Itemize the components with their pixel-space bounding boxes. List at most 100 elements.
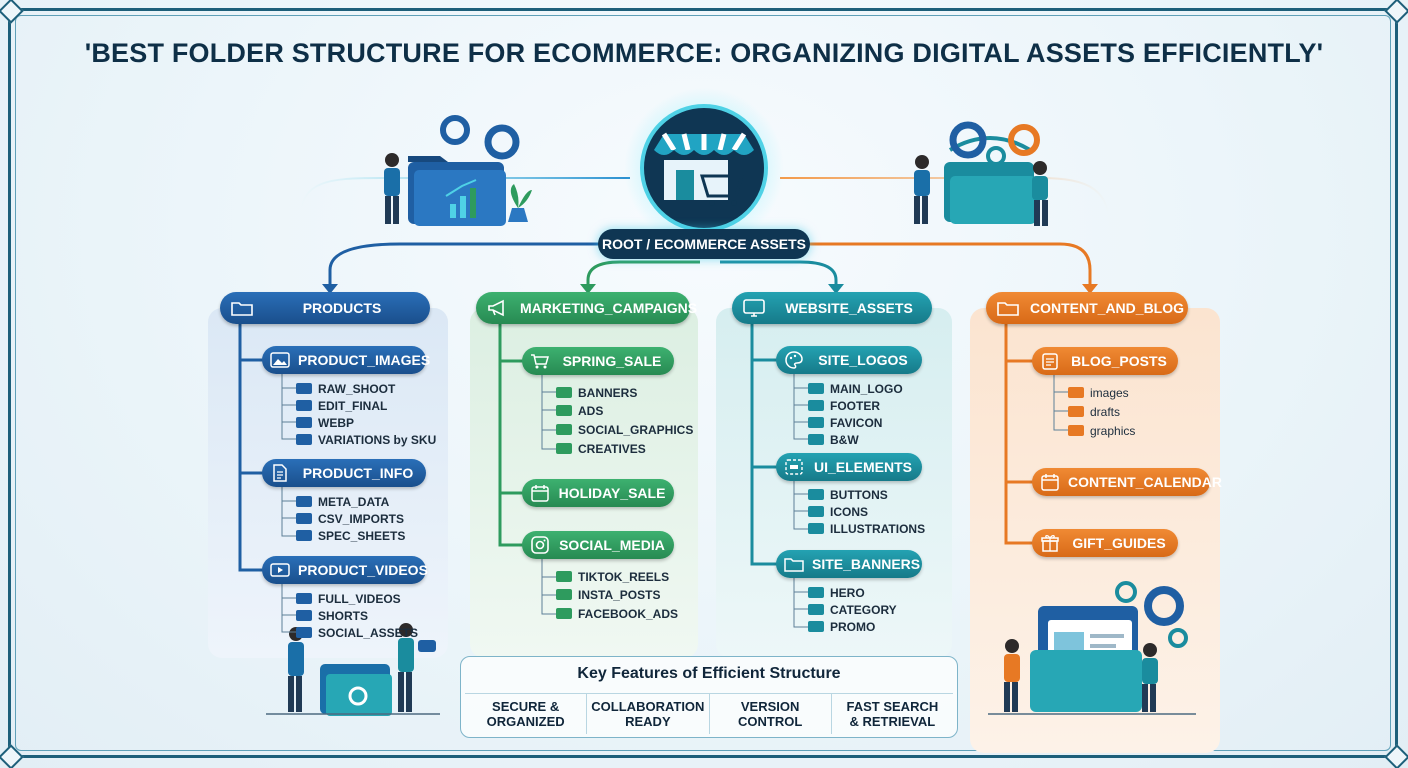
folder-item[interactable]: B&W (808, 431, 859, 448)
palette-icon (776, 346, 812, 374)
subfolder-spring-sale[interactable]: SPRING_SALE (522, 347, 674, 375)
website-leaf-lines (793, 374, 808, 628)
folder-icon (296, 417, 312, 428)
content-header[interactable]: CONTENT_AND_BLOG (986, 292, 1188, 324)
folder-item[interactable]: FULL_VIDEOS (296, 590, 401, 607)
subfolder-social-media[interactable]: SOCIAL_MEDIA (522, 531, 674, 559)
folder-item[interactable]: META_DATA (296, 493, 389, 510)
folder-item[interactable]: CREATIVES (556, 440, 646, 457)
folder-icon (808, 400, 824, 411)
folder-icon (808, 523, 824, 534)
folder-item[interactable]: drafts (1068, 403, 1120, 420)
subfolder-site-logos[interactable]: SITE_LOGOS (776, 346, 922, 374)
folder-icon (556, 589, 572, 600)
subfolder-product-videos[interactable]: PRODUCT_VIDEOS (262, 556, 428, 584)
calendar-icon (522, 479, 558, 507)
storefront-cart-icon (640, 104, 768, 232)
folder-icon (808, 489, 824, 500)
folder-item[interactable]: VARIATIONS by SKU (296, 431, 436, 448)
folder-item[interactable]: BANNERS (556, 384, 637, 401)
content-tree (1004, 322, 1034, 545)
folder-item[interactable]: FACEBOOK_ADS (556, 605, 678, 622)
outer-frame (8, 8, 1398, 758)
folder-item[interactable]: FAVICON (808, 414, 882, 431)
marketing-tree (498, 322, 524, 547)
illustration-folder-chart (384, 115, 532, 226)
folder-icon (986, 292, 1030, 324)
folder-item[interactable]: BUTTONS (808, 486, 888, 503)
key-features-panel: Key Features of Efficient Structure SECU… (460, 656, 958, 738)
folder-item[interactable]: ADS (556, 402, 603, 419)
folder-icon (808, 417, 824, 428)
folder-icon (556, 571, 572, 582)
folder-item[interactable]: WEBP (296, 414, 354, 431)
subfolder-product-images[interactable]: PRODUCT_IMAGES (262, 346, 430, 374)
folder-item[interactable]: SHORTS (296, 607, 368, 624)
subfolder-ui-elements[interactable]: UI_ELEMENTS (776, 453, 922, 481)
folder-item[interactable]: CATEGORY (808, 601, 897, 618)
subfolder-content-calendar[interactable]: CONTENT_CALENDAR (1032, 468, 1222, 496)
products-tree (238, 322, 266, 572)
website-header[interactable]: WEBSITE_ASSETS (732, 292, 932, 324)
folder-item[interactable]: TIKTOK_REELS (556, 568, 669, 585)
page-title: 'BEST FOLDER STRUCTURE FOR ECOMMERCE: OR… (84, 38, 1324, 68)
cart-icon (522, 347, 558, 375)
video-icon (262, 556, 298, 584)
folder-icon (808, 506, 824, 517)
marketing-header[interactable]: MARKETING_CAMPAIGNS (476, 292, 697, 324)
subfolder-blog-posts[interactable]: BLOG_POSTS (1032, 347, 1178, 375)
gift-icon (1032, 529, 1068, 557)
folder-item[interactable]: INSTA_POSTS (556, 586, 660, 603)
folder-icon (296, 610, 312, 621)
folder-item[interactable]: HERO (808, 584, 865, 601)
folder-icon (556, 405, 572, 416)
folder-icon (296, 530, 312, 541)
ui-element-icon (776, 453, 812, 481)
folder-icon (808, 604, 824, 615)
feature-cell: SECURE &ORGANIZED (465, 694, 588, 734)
folder-icon (296, 383, 312, 394)
folder-item[interactable]: EDIT_FINAL (296, 397, 387, 414)
marketing-leaf-lines (541, 375, 556, 615)
folder-icon (808, 621, 824, 632)
folder-icon (556, 443, 572, 454)
megaphone-icon (476, 292, 520, 324)
folder-icon (808, 587, 824, 598)
monitor-icon (732, 292, 776, 324)
folder-item[interactable]: CSV_IMPORTS (296, 510, 404, 527)
folder-item[interactable]: FOOTER (808, 397, 880, 414)
folder-item[interactable]: RAW_SHOOT (296, 380, 395, 397)
content-leaf-lines (1053, 375, 1068, 431)
illustration-folder-team (914, 121, 1048, 226)
subfolder-gift-guides[interactable]: GIFT_GUIDES (1032, 529, 1178, 557)
folder-icon (296, 496, 312, 507)
subfolder-product-info[interactable]: PRODUCT_INFO (262, 459, 426, 487)
folder-icon (1068, 406, 1084, 417)
folder-item[interactable]: images (1068, 384, 1129, 401)
folder-item[interactable]: PROMO (808, 618, 875, 635)
folder-item[interactable]: SOCIAL_ASSETS (296, 624, 418, 641)
folder-item[interactable]: graphics (1068, 422, 1135, 439)
subfolder-holiday-sale[interactable]: HOLIDAY_SALE (522, 479, 674, 507)
folder-item[interactable]: MAIN_LOGO (808, 380, 903, 397)
folder-icon (1068, 425, 1084, 436)
root-label: ROOT / ECOMMERCE ASSETS (598, 229, 810, 259)
products-header[interactable]: PRODUCTS (220, 292, 430, 324)
folder-item[interactable]: ILLUSTRATIONS (808, 520, 925, 537)
folder-icon (296, 593, 312, 604)
folder-icon (556, 424, 572, 435)
folder-icon (296, 400, 312, 411)
folder-icon (776, 550, 812, 578)
folder-icon (1068, 387, 1084, 398)
calendar-icon (1032, 468, 1068, 496)
folder-icon (556, 608, 572, 619)
subfolder-site-banners[interactable]: SITE_BANNERS (776, 550, 922, 578)
folder-item[interactable]: SPEC_SHEETS (296, 527, 405, 544)
folder-item[interactable]: SOCIAL_GRAPHICS (556, 421, 693, 438)
folder-item[interactable]: ICONS (808, 503, 868, 520)
folder-icon (296, 434, 312, 445)
